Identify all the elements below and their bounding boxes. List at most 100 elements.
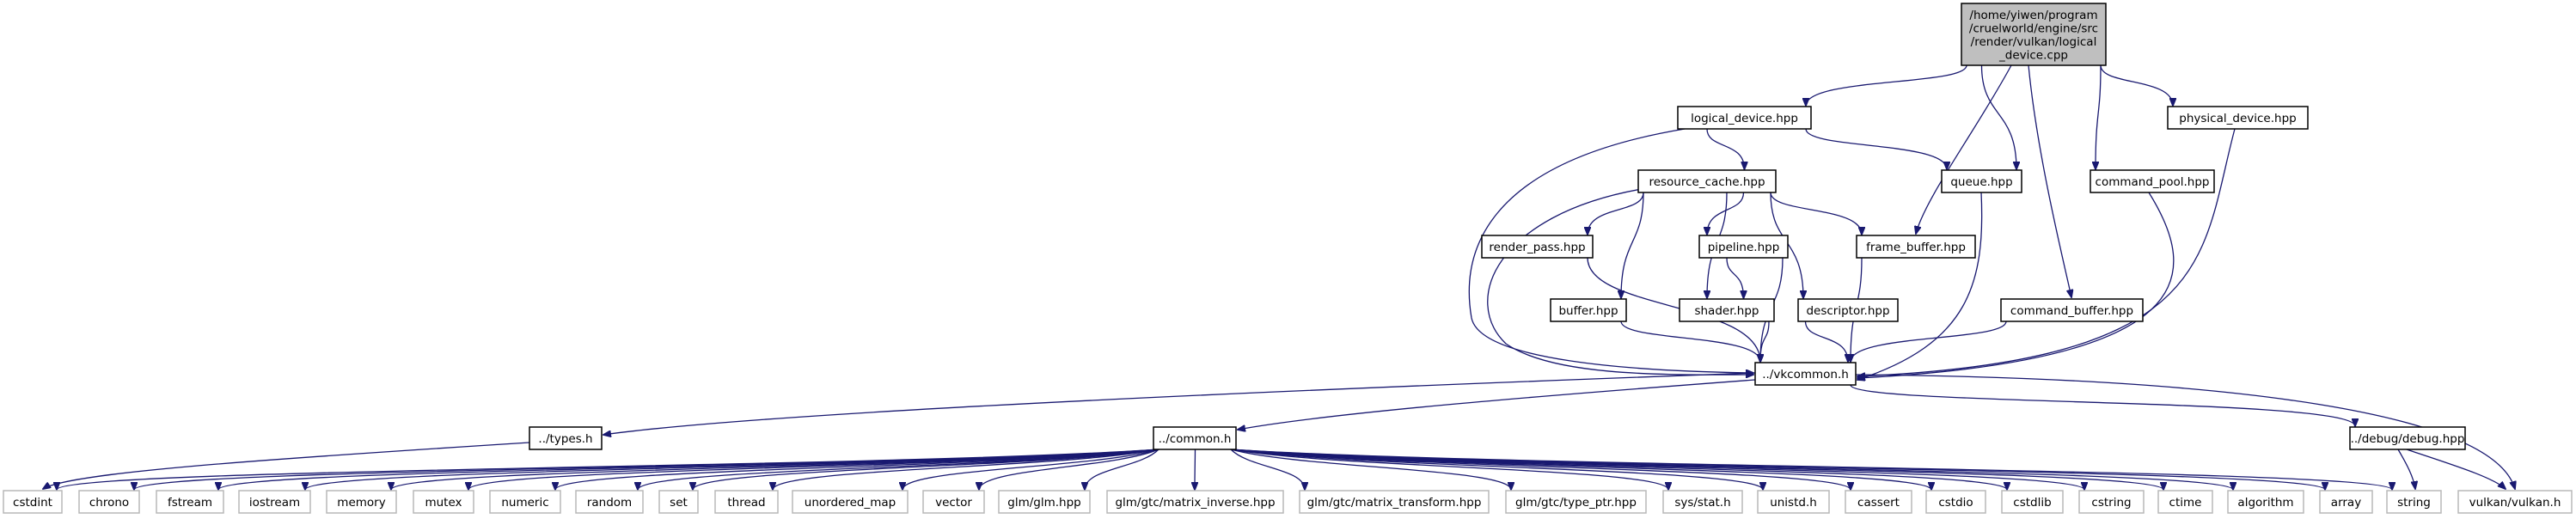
edge-common-to-string — [1230, 449, 2392, 490]
edge-vkcommon-to-vulkan — [1855, 374, 2515, 489]
node-label: /cruelworld/engine/src — [1969, 21, 2098, 35]
edge-descriptor-to-vkcommon — [1804, 321, 1849, 362]
node-label: ctime — [2169, 496, 2202, 510]
node-root[interactable]: /home/yiwen/program/cruelworld/engine/sr… — [1961, 3, 2107, 66]
node-box — [1299, 490, 1490, 514]
edge-common-to-sys_stat — [1230, 449, 1668, 490]
node-common[interactable]: ../common.h — [1153, 426, 1237, 450]
node-physical-device[interactable]: physical_device.hpp — [2167, 106, 2309, 130]
node-debug[interactable]: ../debug/debug.hpp — [2349, 426, 2466, 450]
node-render-pass[interactable]: render_pass.hpp — [1481, 235, 1594, 259]
node-shader[interactable]: shader.hpp — [1679, 298, 1775, 322]
node-command-buffer[interactable]: command_buffer.hpp — [2000, 298, 2144, 322]
edge-physical_device-to-vkcommon — [1857, 128, 2236, 376]
node-box — [1679, 298, 1775, 322]
edge-logical_device-to-vkcommon — [1468, 128, 1753, 373]
edge-resource_cache-to-frame_buffer — [1770, 192, 1862, 235]
node-command-pool[interactable]: command_pool.hpp — [2090, 169, 2215, 193]
node-vector: vector — [922, 490, 985, 514]
node-cassert: cassert — [1845, 490, 1912, 514]
edge-common-to-glm_inverse — [1195, 449, 1196, 490]
node-label: glm/gtc/type_ptr.hpp — [1515, 496, 1637, 510]
node-box — [529, 426, 603, 450]
node-label: glm/gtc/matrix_transform.hpp — [1307, 496, 1482, 510]
node-box — [78, 490, 140, 514]
node-label: memory — [337, 496, 385, 510]
node-types[interactable]: ../types.h — [529, 426, 603, 450]
edge-root-to-command_buffer — [2028, 64, 2071, 297]
node-thread: thread — [714, 490, 779, 514]
node-label: shader.hpp — [1694, 304, 1759, 318]
edge-root-to-command_pool — [2096, 64, 2102, 169]
node-box — [326, 490, 397, 514]
node-label: glm/gtc/matrix_inverse.hpp — [1115, 496, 1275, 510]
node-box — [1677, 106, 1812, 130]
node-numeric: numeric — [489, 490, 561, 514]
node-pipeline[interactable]: pipeline.hpp — [1698, 235, 1789, 259]
node-sys-stat: sys/stat.h — [1662, 490, 1743, 514]
node-queue[interactable]: queue.hpp — [1941, 169, 2022, 193]
node-box — [3, 490, 63, 514]
node-array: array — [2319, 490, 2373, 514]
node-label: fstream — [168, 496, 212, 510]
edge-common-to-unistd — [1230, 449, 1763, 490]
node-label: numeric — [501, 496, 548, 510]
node-descriptor[interactable]: descriptor.hpp — [1797, 298, 1899, 322]
node-chrono: chrono — [78, 490, 140, 514]
node-label: ../common.h — [1159, 432, 1232, 446]
edge-common-to-set — [693, 449, 1160, 490]
node-label: ../debug/debug.hpp — [2351, 432, 2465, 446]
node-label: buffer.hpp — [1558, 304, 1618, 318]
edge-common-to-chrono — [134, 449, 1160, 490]
edge-common-to-glm_glm — [1085, 449, 1160, 490]
node-label: queue.hpp — [1950, 175, 2012, 189]
edge-command_buffer-to-vkcommon — [1851, 321, 2007, 362]
node-label: frame_buffer.hpp — [1866, 241, 1966, 254]
node-label: cstring — [2091, 496, 2131, 510]
node-resource-cache[interactable]: resource_cache.hpp — [1637, 169, 1777, 193]
edge-command_pool-to-vkcommon — [1857, 192, 2175, 378]
edge-buffer-to-vkcommon — [1620, 321, 1760, 362]
node-buffer[interactable]: buffer.hpp — [1550, 298, 1627, 322]
node-memory: memory — [326, 490, 397, 514]
node-box — [238, 490, 311, 514]
node-box — [1662, 490, 1743, 514]
node-glm-transform: glm/gtc/matrix_transform.hpp — [1299, 490, 1490, 514]
node-box — [792, 490, 909, 514]
node-box — [2157, 490, 2213, 514]
node-label: mutex — [425, 496, 462, 510]
node-glm-inverse: glm/gtc/matrix_inverse.hpp — [1106, 490, 1284, 514]
node-vkcommon[interactable]: ../vkcommon.h — [1754, 362, 1857, 386]
node-box — [658, 490, 699, 514]
node-unordered-map: unordered_map — [792, 490, 909, 514]
node-frame-buffer[interactable]: frame_buffer.hpp — [1856, 235, 1976, 259]
edge-resource_cache-to-vkcommon — [1487, 188, 1753, 375]
node-logical-device[interactable]: logical_device.hpp — [1677, 106, 1812, 130]
node-label: logical_device.hpp — [1691, 112, 1798, 125]
node-box — [1637, 169, 1777, 193]
node-cstdint: cstdint — [3, 490, 63, 514]
node-box — [2078, 490, 2145, 514]
node-label: algorithm — [2237, 496, 2293, 510]
edge-root-to-logical_device — [1806, 64, 1967, 106]
edge-resource_cache-to-buffer — [1621, 192, 1644, 298]
node-ctime: ctime — [2157, 490, 2213, 514]
node-box — [2000, 298, 2144, 322]
node-label: sys/stat.h — [1674, 496, 1730, 510]
node-mutex: mutex — [413, 490, 474, 514]
node-box — [1106, 490, 1284, 514]
node-vulkan: vulkan/vulkan.h — [2457, 490, 2573, 514]
node-box — [1797, 298, 1899, 322]
node-label: resource_cache.hpp — [1649, 175, 1765, 189]
edge-debug-to-string — [2397, 449, 2415, 489]
edge-common-to-thread — [773, 449, 1160, 490]
edge-render_pass-to-vkcommon — [1587, 257, 1760, 362]
edge-pipeline-to-shader — [1726, 257, 1744, 298]
node-box — [714, 490, 779, 514]
node-algorithm: algorithm — [2227, 490, 2304, 514]
node-box — [1961, 3, 2107, 66]
node-box — [575, 490, 644, 514]
edge-logical_device-to-queue — [1805, 128, 1947, 169]
node-label: physical_device.hpp — [2179, 112, 2296, 125]
